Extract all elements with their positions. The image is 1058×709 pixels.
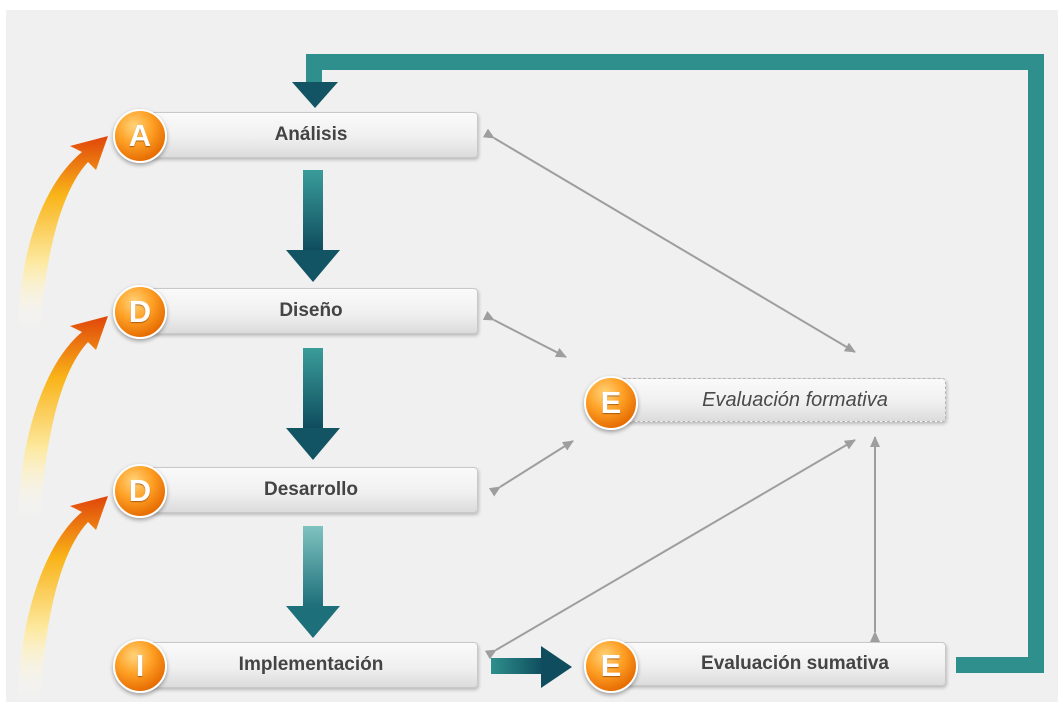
link-diseno-formativa [482, 310, 567, 358]
phase-box-analisis: Análisis [144, 112, 478, 158]
return-loop-arrowhead [292, 82, 338, 108]
phase-box-evaluacion-formativa: Evaluación formativa [614, 378, 946, 422]
badge-i: I [113, 639, 167, 693]
badge-d-desarrollo: D [113, 464, 167, 518]
badge-d-diseno: D [113, 285, 167, 339]
link-analisis-formativa [482, 128, 856, 353]
badge-letter: D [128, 294, 152, 329]
badge-letter: E [600, 385, 622, 420]
badge-e-formativa: E [584, 376, 638, 430]
feedback-swoosh-2 [18, 316, 108, 520]
phase-label-evaluacion-sumativa: Evaluación sumativa [701, 653, 889, 674]
phase-label-desarrollo: Desarrollo [264, 479, 358, 500]
badge-e-sumativa: E [584, 639, 638, 693]
feedback-swoosh-1 [18, 136, 108, 330]
badge-letter: I [135, 648, 145, 683]
link-implementacion-formativa [484, 439, 856, 660]
badge-letter: D [128, 473, 152, 508]
badge-letter: A [128, 118, 152, 153]
feedback-swoosh-3 [18, 496, 108, 700]
phase-label-diseno: Diseño [279, 300, 343, 321]
phase-box-evaluacion-sumativa: Evaluación sumativa [614, 642, 946, 686]
flow-arrow-desarrollo-implementacion [286, 526, 340, 638]
badge-letter: E [600, 648, 622, 683]
phase-label-evaluacion-formativa: Evaluación formativa [702, 388, 888, 411]
phase-label-implementacion: Implementación [238, 654, 384, 675]
flow-arrow-implementacion-sumativa [491, 646, 572, 688]
phase-box-diseno: Diseño [144, 288, 478, 334]
badge-a: A [113, 109, 167, 163]
phase-box-desarrollo: Desarrollo [144, 467, 478, 513]
link-desarrollo-formativa [488, 440, 574, 497]
phase-box-implementacion: Implementación [144, 642, 478, 688]
flow-arrow-analisis-diseno [286, 170, 340, 282]
phase-label-analisis: Análisis [274, 124, 348, 145]
flow-arrow-diseno-desarrollo [286, 348, 340, 460]
return-loop-arrow [306, 54, 1044, 673]
